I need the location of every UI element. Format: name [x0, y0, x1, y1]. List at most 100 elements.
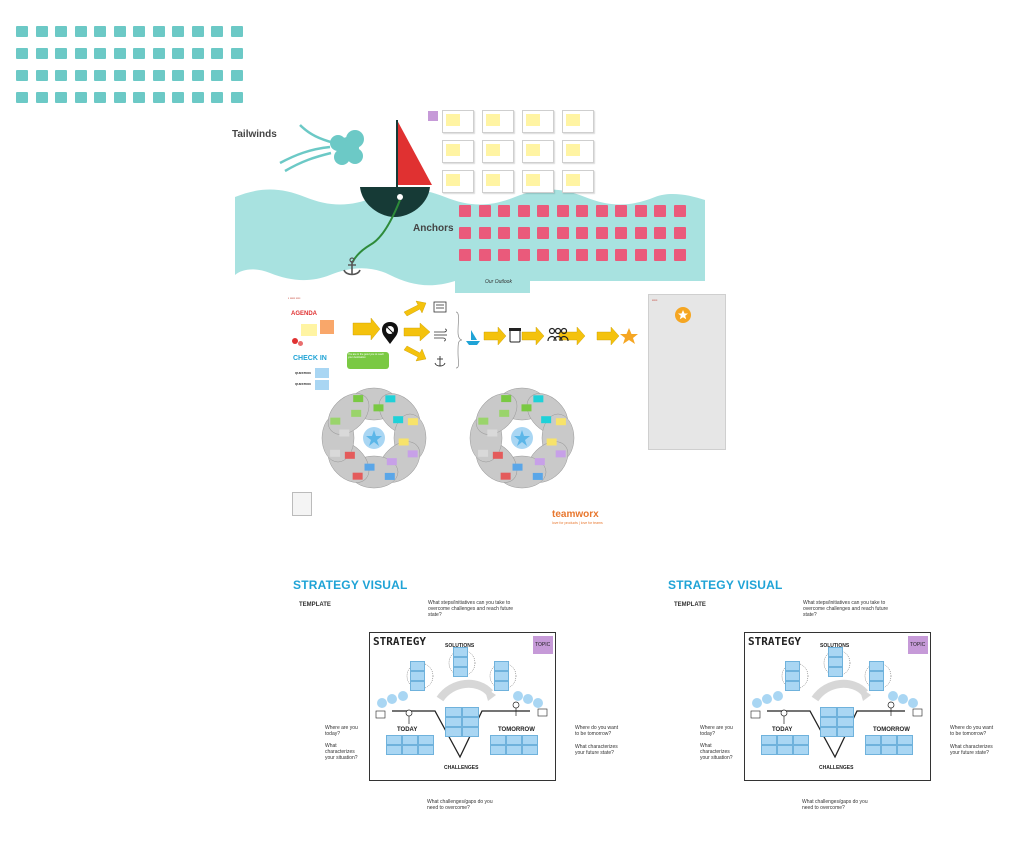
- teal-sticky-note[interactable]: [94, 92, 106, 103]
- blue-sticky-note[interactable]: [785, 661, 800, 671]
- teal-sticky-note[interactable]: [35, 26, 48, 37]
- blue-sticky-note[interactable]: [418, 735, 434, 745]
- teal-sticky-note[interactable]: [152, 48, 165, 59]
- blue-sticky-note[interactable]: [837, 717, 854, 727]
- blue-sticky-note[interactable]: [506, 735, 522, 745]
- blue-sticky-note[interactable]: [445, 707, 462, 717]
- teal-sticky-note[interactable]: [191, 26, 204, 37]
- blue-sticky-note[interactable]: [490, 735, 506, 745]
- teal-sticky-note[interactable]: [74, 70, 87, 81]
- pink-sticky-note[interactable]: [459, 227, 471, 239]
- teal-sticky-note[interactable]: [55, 92, 67, 103]
- blue-sticky-note[interactable]: [761, 745, 777, 755]
- blue-sticky-note[interactable]: [881, 735, 897, 745]
- check-in-note-2[interactable]: [315, 380, 329, 390]
- teal-sticky-note[interactable]: [113, 92, 126, 103]
- blue-sticky-note[interactable]: [865, 745, 881, 755]
- blue-sticky-note[interactable]: [462, 717, 479, 727]
- pink-sticky-note[interactable]: [498, 227, 510, 239]
- teal-sticky-note[interactable]: [152, 26, 165, 37]
- blue-sticky-note[interactable]: [453, 647, 468, 657]
- blue-sticky-note[interactable]: [897, 735, 913, 745]
- yellow-card[interactable]: [522, 170, 554, 193]
- blue-sticky-note[interactable]: [820, 727, 837, 737]
- pink-sticky-note[interactable]: [595, 249, 608, 261]
- yellow-card[interactable]: [482, 110, 514, 133]
- topic-sticky[interactable]: TOPIC: [908, 636, 928, 654]
- blue-sticky-note[interactable]: [828, 667, 843, 677]
- yellow-card[interactable]: [562, 140, 594, 163]
- blue-sticky-note[interactable]: [761, 735, 777, 745]
- teal-sticky-note[interactable]: [152, 92, 165, 103]
- blue-sticky-note[interactable]: [897, 745, 913, 755]
- pink-sticky-note[interactable]: [576, 227, 588, 239]
- teal-sticky-note[interactable]: [16, 26, 28, 37]
- blue-sticky-note[interactable]: [494, 661, 509, 671]
- teal-sticky-note[interactable]: [230, 26, 243, 37]
- flower-diagram-2[interactable]: [452, 374, 592, 504]
- pink-sticky-note[interactable]: [478, 249, 491, 261]
- blue-sticky-note[interactable]: [869, 681, 884, 691]
- blue-sticky-note[interactable]: [410, 681, 425, 691]
- teal-sticky-note[interactable]: [113, 48, 126, 59]
- pink-sticky-note[interactable]: [634, 249, 647, 261]
- teal-sticky-note[interactable]: [133, 70, 145, 81]
- teal-sticky-note[interactable]: [74, 26, 87, 37]
- pink-sticky-note[interactable]: [517, 227, 530, 239]
- blue-sticky-note[interactable]: [828, 647, 843, 657]
- yellow-card[interactable]: [522, 110, 554, 133]
- agenda-board[interactable]: ▪ ▪▪▪▪▪ ▪▪▪▪ AGENDA CHECK IN You are in …: [286, 292, 646, 527]
- blue-sticky-note[interactable]: [785, 681, 800, 691]
- blue-sticky-note[interactable]: [793, 745, 809, 755]
- blue-sticky-note[interactable]: [522, 745, 538, 755]
- blue-sticky-note[interactable]: [453, 667, 468, 677]
- pink-sticky-note[interactable]: [478, 205, 491, 217]
- pink-sticky-note[interactable]: [537, 249, 549, 261]
- teal-sticky-note[interactable]: [172, 26, 184, 37]
- blue-sticky-note[interactable]: [402, 735, 418, 745]
- pink-sticky-note[interactable]: [673, 249, 686, 261]
- pink-sticky-note[interactable]: [478, 227, 491, 239]
- teal-sticky-note[interactable]: [133, 48, 145, 59]
- teal-sticky-note[interactable]: [94, 70, 106, 81]
- blue-sticky-note[interactable]: [494, 671, 509, 681]
- blue-sticky-note[interactable]: [881, 745, 897, 755]
- teal-sticky-note[interactable]: [211, 26, 223, 37]
- teal-sticky-note[interactable]: [152, 70, 165, 81]
- check-in-note-1[interactable]: [315, 368, 329, 378]
- yellow-card[interactable]: [482, 140, 514, 163]
- blue-sticky-note[interactable]: [522, 735, 538, 745]
- pink-sticky-note[interactable]: [634, 227, 647, 239]
- purple-sticky[interactable]: [428, 111, 438, 121]
- blue-sticky-note[interactable]: [462, 727, 479, 737]
- blue-sticky-note[interactable]: [777, 735, 793, 745]
- blue-sticky-note[interactable]: [402, 745, 418, 755]
- teal-sticky-note[interactable]: [16, 92, 28, 103]
- blue-sticky-note[interactable]: [837, 707, 854, 717]
- pink-sticky-note[interactable]: [654, 205, 666, 217]
- blue-sticky-note[interactable]: [445, 717, 462, 727]
- yellow-card[interactable]: [562, 110, 594, 133]
- yellow-card[interactable]: [442, 140, 474, 163]
- teal-sticky-note[interactable]: [16, 48, 28, 59]
- teal-sticky-note[interactable]: [191, 70, 204, 81]
- blue-sticky-note[interactable]: [386, 735, 402, 745]
- yellow-card[interactable]: [482, 170, 514, 193]
- teal-sticky-note[interactable]: [55, 70, 67, 81]
- teal-sticky-note[interactable]: [16, 70, 28, 81]
- pink-sticky-note[interactable]: [673, 205, 686, 217]
- blue-sticky-note[interactable]: [777, 745, 793, 755]
- pink-sticky-note[interactable]: [556, 249, 569, 261]
- blue-sticky-note[interactable]: [418, 745, 434, 755]
- pink-sticky-note[interactable]: [556, 227, 569, 239]
- flower-diagram-1[interactable]: [304, 374, 444, 504]
- teal-sticky-note[interactable]: [211, 48, 223, 59]
- pink-sticky-note[interactable]: [517, 205, 530, 217]
- teal-sticky-note[interactable]: [35, 48, 48, 59]
- blue-sticky-note[interactable]: [386, 745, 402, 755]
- pink-sticky-note[interactable]: [459, 205, 471, 217]
- teal-sticky-note[interactable]: [35, 70, 48, 81]
- teal-sticky-note[interactable]: [74, 92, 87, 103]
- teal-sticky-note[interactable]: [35, 92, 48, 103]
- pink-sticky-note[interactable]: [615, 227, 627, 239]
